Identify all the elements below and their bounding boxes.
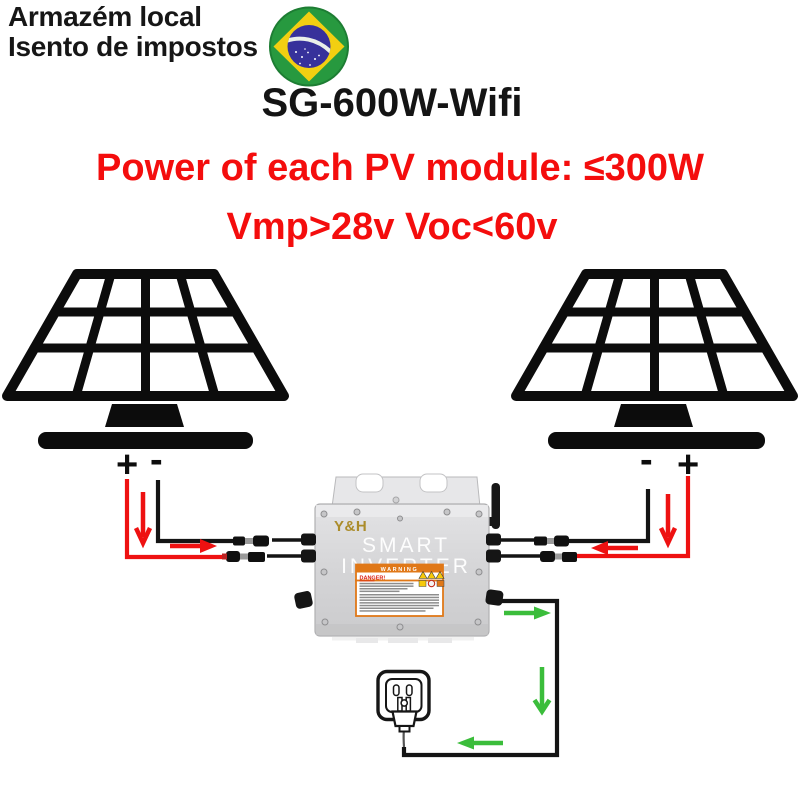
inverter: Y&H SMART INVERTER WARNING DANGER!	[267, 473, 542, 643]
warehouse-line2: Isento de impostos	[8, 31, 258, 63]
product-title: SG-600W-Wifi	[261, 81, 523, 125]
ac-flow-arrow-right	[504, 606, 551, 620]
left-panel-positive-label: +	[116, 444, 138, 486]
left-panel-negative-label: -	[150, 439, 163, 481]
dc-flow-arrow-left-right	[170, 539, 217, 553]
brazil-flag-icon	[269, 6, 349, 87]
spec-voltage-line: Vmp>28v Voc<60v	[226, 206, 558, 248]
inverter-brand: Y&H	[334, 518, 367, 535]
ac-wall-outlet-icon	[376, 669, 431, 733]
pv-module-left	[2, 269, 289, 449]
dc-wire-right-positive	[572, 476, 691, 559]
warehouse-text: Armazém local Isento de impostos	[8, 1, 258, 63]
warning-header: WARNING	[381, 567, 419, 573]
warning-small-icons	[418, 579, 445, 588]
pv-module-right	[511, 269, 798, 449]
dc-wire-left-negative	[155, 480, 234, 544]
warning-label: WARNING DANGER!	[355, 563, 445, 617]
inverter-name-line1: SMART	[362, 534, 450, 557]
right-panel-positive-label: +	[677, 444, 699, 486]
ac-flow-arrow-down	[532, 667, 552, 716]
dc-flow-arrow-left-down	[133, 492, 153, 549]
dc-flow-arrow-right-left	[591, 541, 638, 555]
mc4-connectors-left	[222, 535, 269, 562]
spec-power-line: Power of each PV module: ≤300W	[96, 147, 704, 189]
dc-input-ports	[301, 533, 501, 563]
warning-triangle-icons	[418, 570, 445, 579]
screws	[320, 508, 483, 631]
warehouse-line1: Armazém local	[8, 1, 202, 32]
inverter-reflection	[332, 637, 474, 643]
danger-text: DANGER!	[360, 576, 386, 582]
dc-flow-arrow-right-down	[658, 494, 678, 549]
dc-wire-right-negative	[569, 489, 651, 544]
right-panel-negative-label: -	[640, 439, 653, 481]
mounting-bracket	[331, 473, 481, 508]
dc-wire-left-positive	[124, 479, 231, 560]
ac-output-ports	[294, 589, 504, 609]
dc-input-cables	[267, 538, 542, 558]
mc4-connectors-right	[534, 535, 577, 562]
ac-flow-arrow-left	[457, 736, 503, 750]
